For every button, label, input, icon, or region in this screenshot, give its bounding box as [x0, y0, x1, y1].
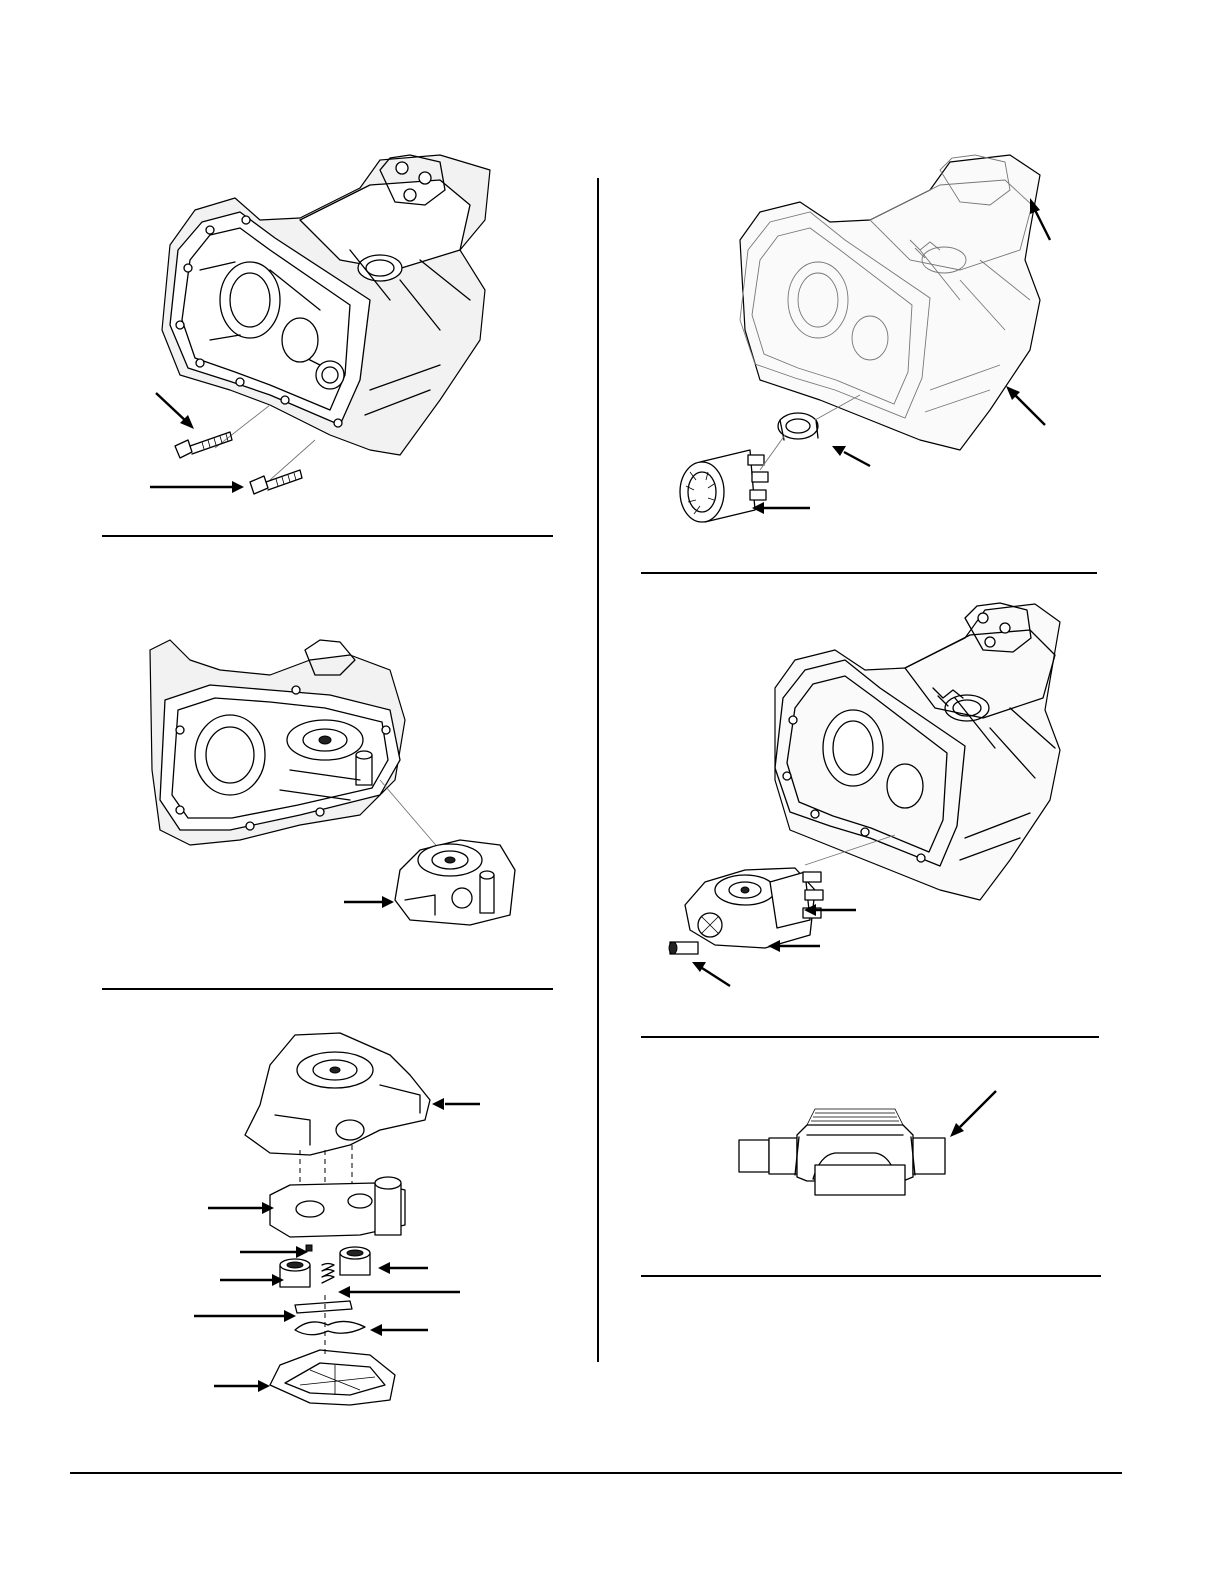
- callout-arrows-fig3: [200, 1090, 490, 1400]
- callout-arrows-fig1: [148, 385, 258, 495]
- separator-left-1: [102, 535, 553, 537]
- callout-arrows-fig5: [668, 900, 868, 992]
- shaft-drawing: [735, 1105, 955, 1200]
- callout-arrows-fig4: [740, 190, 1070, 520]
- center-section-drawing: [150, 630, 530, 930]
- callout-arrow-fig2: [340, 890, 400, 914]
- column-divider: [597, 178, 599, 1362]
- figure-center-section: [150, 630, 530, 930]
- footer-rule: [70, 1472, 1122, 1474]
- callout-arrow-fig6: [940, 1085, 1010, 1145]
- separator-left-2: [102, 988, 553, 990]
- figure-shaft: [735, 1105, 955, 1200]
- separator-right-2: [641, 1036, 1099, 1038]
- separator-right-3: [641, 1275, 1101, 1277]
- center-section-part: [395, 840, 515, 925]
- separator-right-1: [641, 572, 1097, 574]
